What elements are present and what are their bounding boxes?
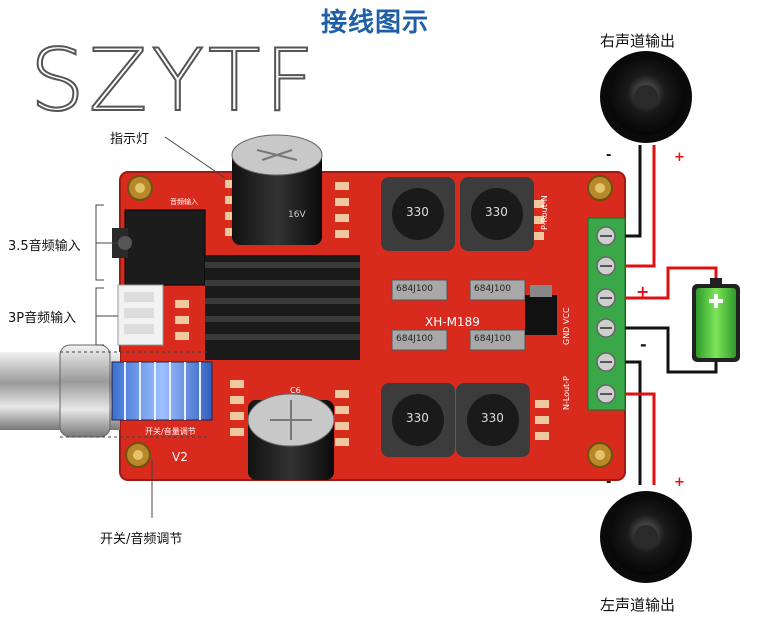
terminal-block xyxy=(587,217,626,411)
speaker-left xyxy=(600,491,692,583)
silk-audio-in: 音频输入 xyxy=(170,198,198,206)
silk-version: V2 xyxy=(172,450,188,464)
filmcap-label-1: 684J100 xyxy=(396,284,434,294)
silk-model: XH-M189 xyxy=(425,315,480,329)
silk-terminal-bot: N-Lout-P xyxy=(562,376,571,410)
silk-terminal-top: P-Rout-N xyxy=(540,195,549,230)
polarity-left-plus: + xyxy=(674,475,685,490)
battery xyxy=(692,278,740,362)
heatsink xyxy=(205,255,360,360)
filmcap-label-4: 684J100 xyxy=(474,334,512,344)
label-switch: 开关/音频调节 xyxy=(100,532,183,547)
filmcap-label-3: 684J100 xyxy=(396,334,434,344)
inductor-label-2: 330 xyxy=(485,205,508,219)
cap-label-2: C6 xyxy=(290,386,301,395)
regulator-chip xyxy=(525,295,557,335)
polarity-battery-plus: + xyxy=(636,282,650,301)
polarity-right-minus: - xyxy=(606,148,612,163)
polarity-right-plus: + xyxy=(674,150,685,165)
volume-knob xyxy=(0,344,213,438)
label-audio-3p: 3P音频输入 xyxy=(8,311,77,326)
inductor-label-4: 330 xyxy=(481,411,504,425)
diagram-title: 接线图示 xyxy=(320,8,429,38)
audio-jack-35 xyxy=(124,209,206,286)
mounting-holes xyxy=(125,175,613,468)
label-audio-35: 3.5音频输入 xyxy=(8,239,81,254)
label-indicator: 指示灯 xyxy=(110,132,150,147)
filmcap-label-2: 684J100 xyxy=(474,284,512,294)
wires xyxy=(625,145,718,485)
label-left-output: 左声道输出 xyxy=(600,596,676,614)
electrolytic-cap-top xyxy=(231,134,323,245)
speaker-right xyxy=(600,51,692,143)
film-caps xyxy=(391,279,526,351)
silk-terminal-mid: GND VCC xyxy=(562,307,571,345)
polarity-battery-minus: - xyxy=(640,335,647,354)
polarity-left-minus: - xyxy=(606,475,612,490)
inductor-label-3: 330 xyxy=(406,411,429,425)
cap-label: 16V xyxy=(288,210,306,220)
silk-switch: 开关/音量调节 xyxy=(145,427,196,436)
inductor-label-1: 330 xyxy=(406,205,429,219)
label-right-output: 右声道输出 xyxy=(600,32,676,50)
brand-watermark: SZYTF xyxy=(29,31,319,131)
inductors xyxy=(381,177,534,457)
electrolytic-cap-bottom xyxy=(247,393,335,480)
leader-lines xyxy=(60,136,226,518)
